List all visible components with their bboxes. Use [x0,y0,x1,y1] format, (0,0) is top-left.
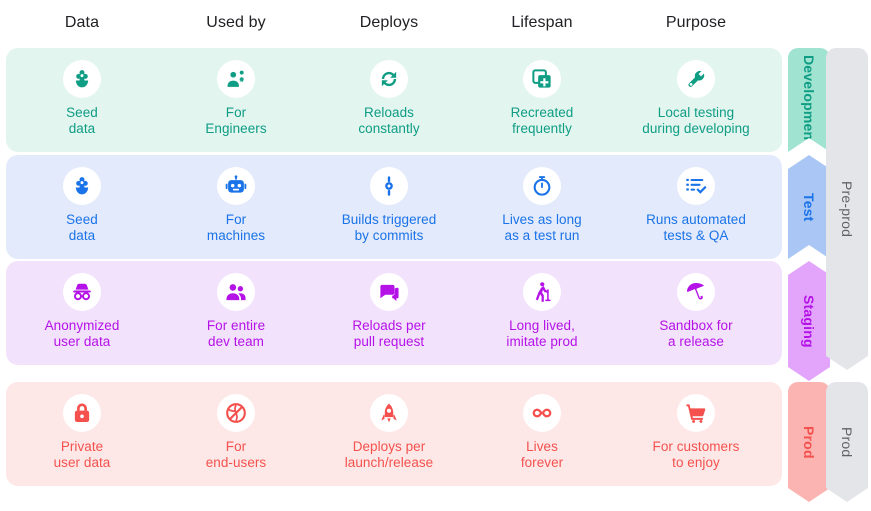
cell-label: Private user data [53,439,111,470]
seed-data-icon [63,60,101,98]
cell-label: For machines [206,212,266,243]
cell-development-deploys: Reloads constantly [309,48,469,137]
cell-label: Seed data [66,105,98,136]
cell-label: Runs automated tests & QA [646,212,746,243]
cell-label: Sandbox for a release [659,318,733,349]
group-label: Pre-prod [839,180,855,238]
column-header-deploys: Deploys [359,14,419,31]
cell-label: Long lived, imitate prod [506,318,578,349]
cell-development-data: Seed data [2,48,162,137]
cell-prod-deploys: Deploys per launch/release [309,382,469,471]
lock-icon [63,394,101,432]
stage-arrow-test: Test [788,155,830,259]
cell-staging-deploys: Reloads per pull request [309,261,469,350]
refresh-loop-icon [370,60,408,98]
stage-label: Staging [801,294,817,348]
group-pre-prod: Pre-prod [826,48,868,370]
cell-label: Reloads per pull request [352,318,426,349]
robot-icon [217,167,255,205]
cell-staging-purpose: Sandbox for a release [616,261,776,350]
cell-label: Lives forever [520,439,564,470]
shopping-cart-icon [677,394,715,432]
column-headers: Data Used by Deploys Lifespan Purpose [0,14,782,46]
incognito-icon [63,273,101,311]
group-label: Prod [839,426,855,458]
cell-label: Deploys per launch/release [344,439,434,470]
group-prod-group: Prod [826,382,868,502]
wrench-icon [677,60,715,98]
chat-bubbles-icon [370,273,408,311]
people-group-icon [217,273,255,311]
stopwatch-icon [523,167,561,205]
environment-row-development: Seed data For Engineers Reloads constantly… [6,48,782,152]
cell-development-used-by: For Engineers [156,48,316,137]
umbrella-icon [677,273,715,311]
cell-label: Recreated frequently [510,105,574,136]
cell-label: Seed data [66,212,98,243]
cell-staging-lifespan: Long lived, imitate prod [462,261,622,350]
column-header-data: Data [64,14,100,31]
cell-staging-used-by: For entire dev team [156,261,316,350]
globe-users-icon [217,394,255,432]
cell-prod-lifespan: Lives forever [462,382,622,471]
column-header-lifespan: Lifespan [511,14,573,31]
environment-row-test: Seed data For machines Builds triggered by… [6,155,782,259]
cell-prod-purpose: For customers to enjoy [616,382,776,471]
cell-label: For end-users [205,439,267,470]
stage-arrow-staging: Staging [788,261,830,381]
cell-development-lifespan: Recreated frequently [462,48,622,137]
cell-staging-data: Anonymized user data [2,261,162,350]
stage-arrow-prod: Prod [788,382,830,502]
cell-test-lifespan: Lives as long as a test run [462,155,622,244]
cell-label: Local testing during developing [642,105,750,136]
stage-arrow-development: Development [788,48,830,152]
add-copy-icon [523,60,561,98]
cell-test-purpose: Runs automated tests & QA [616,155,776,244]
engineer-icon [217,60,255,98]
cell-label: Lives as long as a test run [502,212,582,243]
cell-test-deploys: Builds triggered by commits [309,155,469,244]
cell-label: Reloads constantly [358,105,420,136]
cell-development-purpose: Local testing during developing [616,48,776,137]
column-header-used-by: Used by [206,14,266,31]
infinity-icon [523,394,561,432]
cell-test-data: Seed data [2,155,162,244]
cell-label: For customers to enjoy [652,439,740,470]
cell-label: Anonymized user data [44,318,120,349]
walking-person-icon [523,273,561,311]
environment-row-prod: Private user data For end-users Deploys pe… [6,382,782,486]
cell-test-used-by: For machines [156,155,316,244]
rocket-icon [370,394,408,432]
stage-label: Test [801,192,817,222]
cell-prod-used-by: For end-users [156,382,316,471]
cell-prod-data: Private user data [2,382,162,471]
cell-label: For Engineers [205,105,267,136]
commit-node-icon [370,167,408,205]
cell-label: For entire dev team [206,318,266,349]
column-header-purpose: Purpose [665,14,727,31]
seed-data-icon [63,167,101,205]
cell-label: Builds triggered by commits [341,212,437,243]
stage-label: Prod [801,425,817,459]
environment-row-staging: Anonymized user data For entire dev team R… [6,261,782,365]
stage-label: Development [801,54,817,146]
checklist-icon [677,167,715,205]
